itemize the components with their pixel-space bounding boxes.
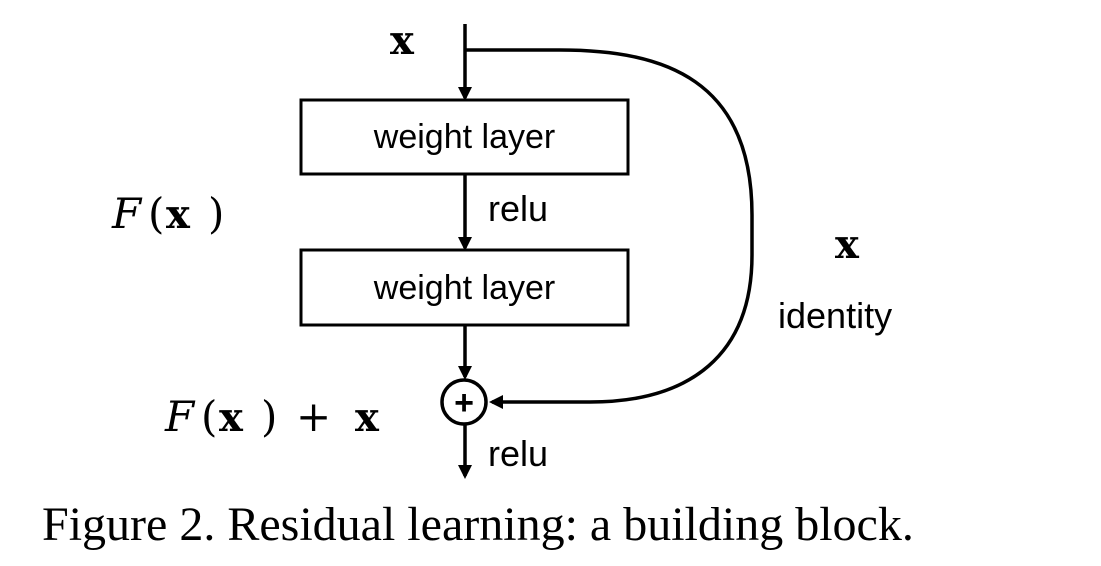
fx-open-paren: ( (148, 189, 164, 238)
fx-plus-x-label: F ( x ) + x (164, 392, 380, 441)
weight-layer-1-label: weight layer (373, 118, 555, 156)
sum-plus-icon: + (454, 384, 474, 422)
fx-plus-x-close-paren: ) (261, 392, 277, 441)
fx-close-paren: ) (208, 189, 224, 238)
identity-label: identity (778, 295, 892, 336)
relu-label-1: relu (488, 188, 548, 229)
fx-plus-x-plus: + (296, 392, 331, 441)
sum-node: + (440, 378, 488, 426)
input-x-label: x (390, 17, 415, 64)
fx-plus-x-script: F (164, 392, 196, 441)
fx-plus-x-open-paren: ( (201, 392, 217, 441)
weight-layer-2-label: weight layer (373, 269, 555, 307)
fx-label: F ( x ) (111, 189, 224, 238)
identity-shortcut-curve (465, 48, 754, 409)
fx-plus-x-var: x (219, 394, 244, 441)
figure-caption: Figure 2. Residual learning: a building … (42, 498, 914, 551)
weight-layer-1: weight layer (299, 98, 630, 176)
shortcut-x-label: x (835, 221, 860, 268)
weight-layer-2: weight layer (299, 248, 630, 327)
fx-plus-x-var2: x (355, 394, 380, 441)
relu-label-2: relu (488, 433, 548, 474)
fx-var: x (166, 191, 191, 238)
fx-script: F (111, 189, 143, 238)
